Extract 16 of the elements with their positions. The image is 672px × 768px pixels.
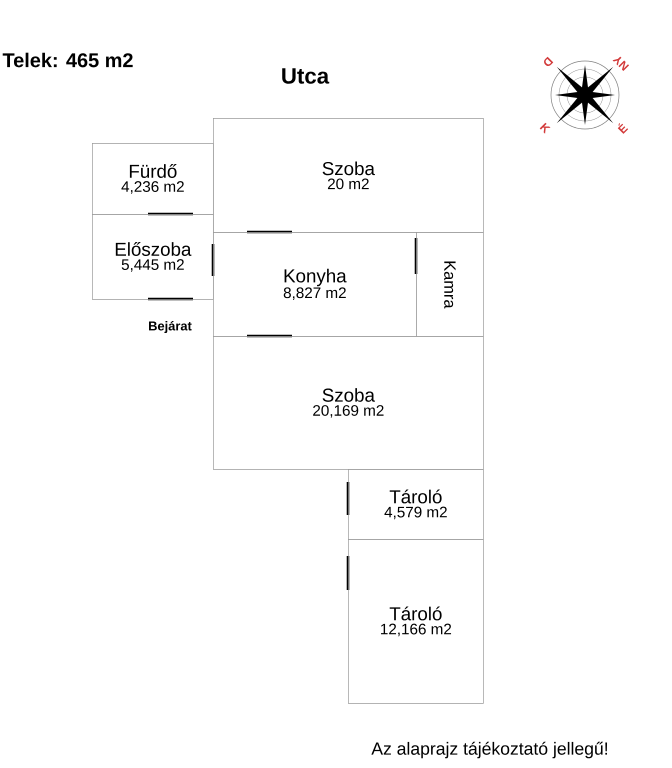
room-box: Konyha 8,827 m2 bbox=[213, 232, 417, 337]
room-box: Szoba 20 m2 bbox=[213, 118, 484, 233]
compass-letter: D bbox=[544, 56, 554, 66]
street-label: Utca bbox=[282, 68, 330, 84]
compass-letter: K bbox=[540, 122, 551, 134]
disclaimer-note: Az alaprajz tájékoztató jellegű! bbox=[371, 742, 608, 758]
compass-letter: É bbox=[618, 122, 628, 134]
room-box: Tároló 4,579 m2 bbox=[348, 469, 484, 540]
room-box: Előszoba 5,445 m2 bbox=[92, 214, 214, 300]
room-box: Kamra bbox=[416, 232, 484, 337]
compass-letter: NY bbox=[612, 56, 630, 72]
plot-area-label: Telek: 465 m2 bbox=[2, 52, 133, 68]
entrance-label: Bejárat bbox=[149, 320, 192, 334]
room-box: Szoba 20,169 m2 bbox=[213, 336, 484, 470]
room-box: Tároló 12,166 m2 bbox=[348, 539, 484, 704]
room-box: Fürdő 4,236 m2 bbox=[92, 143, 214, 215]
